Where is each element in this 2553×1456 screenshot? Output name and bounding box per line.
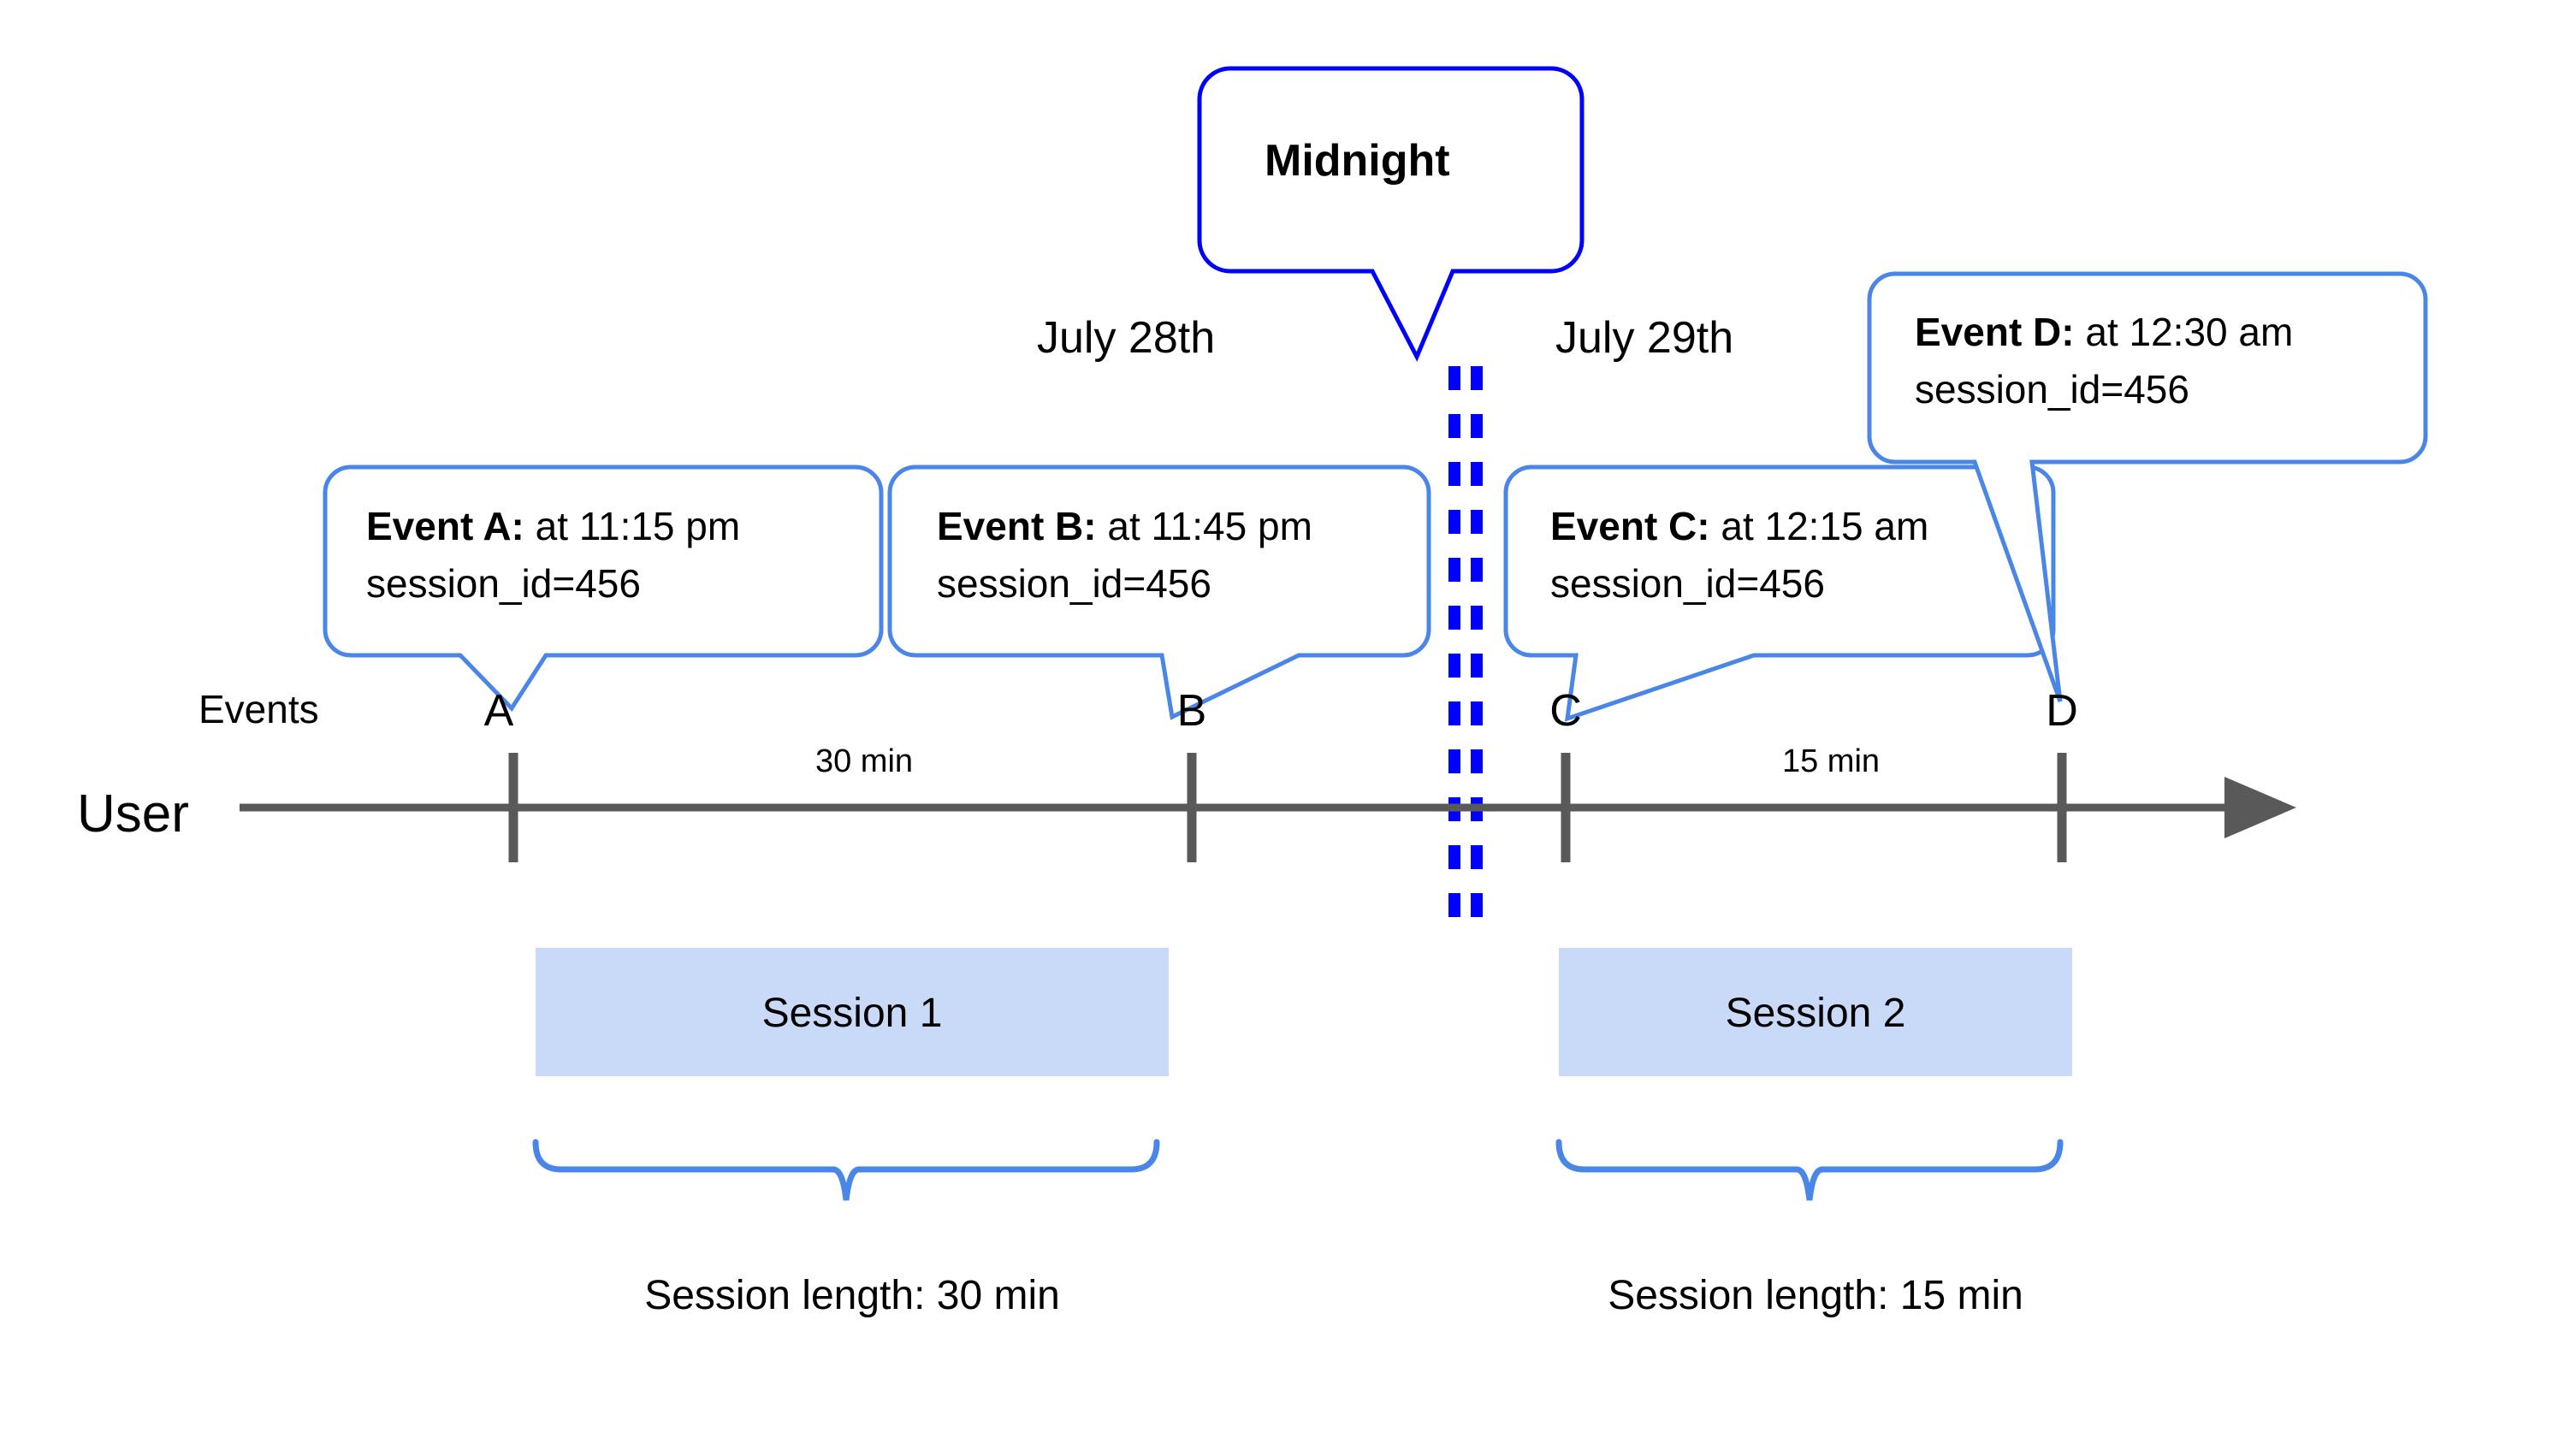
event-c-bold: Event C: (1550, 504, 1710, 548)
user-row-label: User (77, 784, 189, 843)
session-1-brace-path (532, 1139, 1160, 1201)
event-c-callout-shape (1503, 465, 2056, 722)
event-letter-c: C (1549, 686, 1582, 736)
event-d-bold: Event D: (1915, 310, 2075, 354)
events-row-label: Events (198, 687, 319, 731)
event-c-callout: Event C: at 12:15 am session_id=456 (1503, 465, 2056, 722)
midnight-callout: Midnight (1197, 66, 1585, 362)
session-2-bar-label: Session 2 (1726, 991, 1906, 1036)
event-b-rest: at 11:45 pm (1097, 504, 1312, 548)
event-b-line1: Event B: at 11:45 pm (937, 504, 1312, 548)
session-1-brace (532, 1139, 1160, 1201)
event-d-line2: session_id=456 (1915, 367, 2189, 411)
gap-label-15min: 15 min (1782, 743, 1880, 779)
session-2-bar: Session 2 (1559, 948, 2072, 1076)
session-1-bar-label: Session 1 (762, 991, 943, 1036)
event-a-line1: Event A: at 11:15 pm (366, 504, 740, 548)
event-c-line1: Event C: at 12:15 am (1550, 504, 1928, 548)
event-b-line2: session_id=456 (937, 561, 1211, 606)
event-d-callout: Event D: at 12:30 am session_id=456 (1867, 271, 2428, 702)
gap-label-30min: 30 min (815, 743, 913, 779)
session-2-brace (1555, 1139, 2064, 1201)
event-d-line1: Event D: at 12:30 am (1915, 310, 2293, 354)
event-b-callout: Event B: at 11:45 pm session_id=456 (887, 465, 1431, 720)
event-letter-d: D (2046, 686, 2078, 736)
event-b-bold: Event B: (937, 504, 1097, 548)
timeline-axis (240, 753, 2296, 862)
event-b-callout-shape (887, 465, 1431, 720)
midnight-boundary-lines (1448, 366, 1483, 934)
session-2-bar-rect (1559, 948, 2072, 1076)
session-2-length-label: Session length: 15 min (1608, 1273, 2023, 1318)
session-1-bar: Session 1 (536, 948, 1169, 1076)
event-letter-a: A (484, 686, 514, 736)
event-a-line2: session_id=456 (366, 561, 641, 606)
event-c-rest: at 12:15 am (1710, 504, 1929, 548)
event-a-callout: Event A: at 11:15 pm session_id=456 (323, 465, 884, 713)
axis-arrowhead-icon (2224, 777, 2296, 838)
event-letter-b: B (1177, 686, 1207, 736)
event-a-callout-shape (323, 465, 884, 713)
event-c-line2: session_id=456 (1550, 561, 1825, 606)
event-d-callout-shape (1867, 271, 2428, 702)
session-1-bar-rect (536, 948, 1169, 1076)
date-label-july-28: July 28th (1037, 313, 1215, 363)
event-d-rest: at 12:30 am (2075, 310, 2294, 354)
midnight-callout-shape (1197, 66, 1585, 362)
event-a-bold: Event A: (366, 504, 524, 548)
event-a-rest: at 11:15 pm (524, 504, 740, 548)
date-label-july-29: July 29th (1555, 313, 1733, 363)
session-2-brace-path (1555, 1139, 2064, 1201)
session-1-length-label: Session length: 30 min (644, 1273, 1060, 1318)
midnight-callout-label: Midnight (1265, 136, 1450, 186)
